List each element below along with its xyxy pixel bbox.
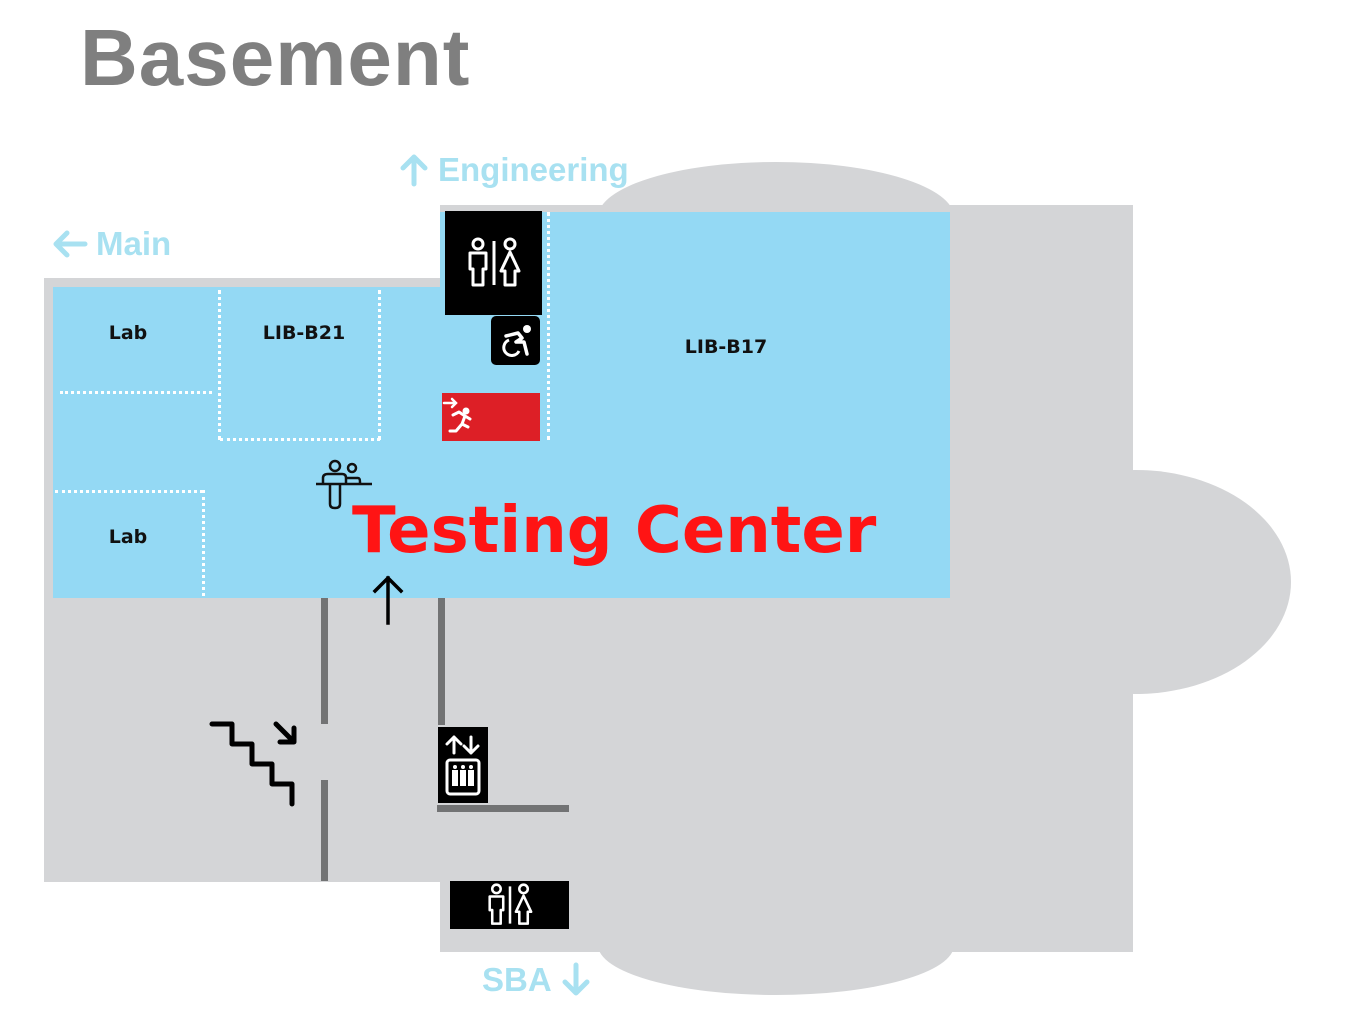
partition-lab-bottom-right: [202, 490, 205, 596]
room-lib-b17[interactable]: LIB-B17: [684, 336, 768, 358]
direction-engineering[interactable]: Engineering: [398, 150, 629, 190]
direction-label: Main: [96, 225, 172, 262]
direction-label: Engineering: [438, 151, 629, 188]
restroom-icon: [487, 883, 532, 925]
partition-b21-right: [378, 290, 381, 440]
partition-lab-top: [60, 391, 212, 394]
partition-b17: [547, 212, 550, 440]
emergency-exit[interactable]: [442, 393, 540, 441]
elevator-icon: [445, 735, 481, 796]
arrow-left-icon: [53, 230, 88, 258]
wall-corridor-west-lower: [321, 780, 328, 881]
direction-main[interactable]: Main: [52, 224, 171, 264]
partition-lab-bottom-top: [55, 490, 203, 493]
restroom-icon: [468, 237, 520, 287]
accessible-restroom[interactable]: [491, 316, 540, 365]
restroom-bottom[interactable]: [450, 881, 569, 929]
service-desk-icon[interactable]: [314, 458, 374, 512]
wall-elevator-lobby: [437, 805, 569, 812]
arrow-up-icon: [400, 154, 428, 187]
wall-corridor-east: [438, 598, 445, 725]
partition-b21-bottom: [220, 438, 380, 441]
arrow-down-icon: [562, 962, 590, 996]
direction-sba[interactable]: SBA: [482, 960, 592, 1000]
entrance-arrow-icon: [372, 575, 404, 625]
room-lab-1[interactable]: Lab: [108, 322, 148, 344]
stairs-down-icon[interactable]: [208, 718, 304, 812]
room-lab-2[interactable]: Lab: [108, 526, 148, 548]
partition-b21-left: [218, 290, 221, 440]
floor-title: Basement: [80, 13, 471, 102]
testing-center-label[interactable]: Testing Center: [352, 494, 877, 568]
wheelchair-icon: [501, 324, 531, 357]
restroom-top[interactable]: [445, 211, 542, 315]
elevator[interactable]: [438, 727, 488, 803]
room-lib-b21[interactable]: LIB-B21: [262, 322, 346, 344]
wall-corridor-west-upper: [321, 598, 328, 724]
emergency-exit-icon: [442, 397, 472, 433]
direction-label: SBA: [482, 961, 552, 998]
